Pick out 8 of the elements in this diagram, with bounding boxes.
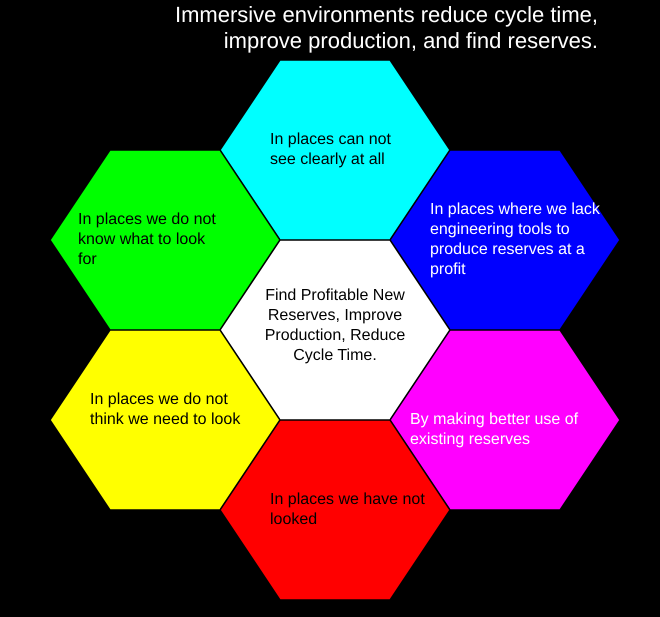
hexagon-text: In places we have not looked xyxy=(270,490,426,530)
hexagon-text: In places we do not think we need to look xyxy=(90,390,242,430)
hexagon-text: In places we do not know what to look for xyxy=(78,210,217,270)
hexagon-text: Find Profitable New Reserves, Improve Production, Reduce Cycle Time. xyxy=(264,286,406,366)
hexagon-text: By making better use of existing reserves xyxy=(410,410,580,450)
hexagon-text: In places can not see clearly at all xyxy=(270,130,392,170)
hexagon-text: In places where we lack engineering tools to produce reserves at a profit xyxy=(430,200,601,280)
title: Immersive environments reduce cycle time, improve production, and find reserves. xyxy=(174,2,598,54)
